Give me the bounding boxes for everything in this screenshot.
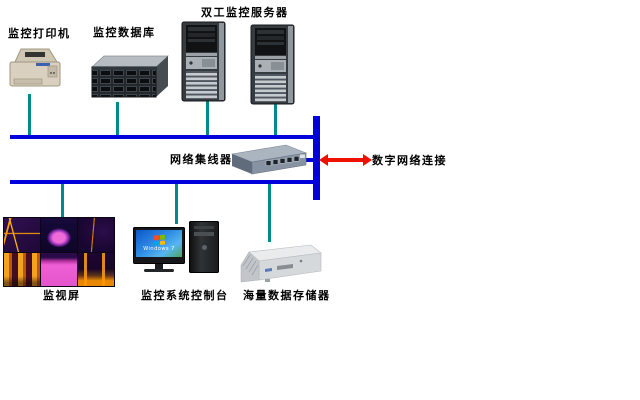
workstation-icon: Windows 7: [133, 220, 221, 282]
video-wall-icon: [3, 217, 115, 287]
storage-label: 海量数据存储器: [243, 289, 331, 302]
network-link-label: 数字网络连接: [372, 154, 447, 167]
wall-connector: [61, 184, 64, 217]
thermal-cell: [41, 252, 77, 286]
monitor-icon: Windows 7: [133, 227, 185, 264]
arrow-head-right-icon: [363, 154, 372, 166]
network-hub-icon: [230, 144, 308, 175]
storage-unit-icon: [240, 244, 322, 283]
server1-connector: [206, 101, 209, 135]
database-connector: [116, 102, 119, 135]
server2-connector: [274, 104, 277, 135]
network-bus-top: [10, 135, 314, 139]
database-label: 监控数据库: [93, 26, 156, 39]
arrow-head-left-icon: [319, 154, 328, 166]
thermal-cell: [4, 218, 40, 252]
hub-label: 网络集线器: [170, 153, 233, 166]
wall-label: 监视屏: [43, 289, 81, 302]
thermal-cell: [78, 252, 114, 286]
network-trunk-vertical: [313, 116, 320, 200]
printer-connector: [28, 94, 31, 135]
storage-connector: [268, 184, 271, 242]
windows-logo-icon: [153, 234, 165, 246]
network-bus-bottom: [10, 180, 314, 184]
thermal-cell: [41, 218, 77, 252]
pc-tower-icon: [189, 221, 219, 273]
server-tower-1-icon: [181, 21, 226, 102]
server-tower-2-icon: [250, 24, 295, 105]
database-rack-icon: [91, 55, 169, 98]
servers-label: 双工监控服务器: [201, 6, 289, 19]
printer-label: 监控打印机: [8, 27, 71, 40]
printer-icon: [9, 48, 61, 87]
thermal-cell: [4, 252, 40, 286]
thermal-cell: [78, 218, 114, 252]
monitor-base: [144, 269, 174, 272]
monitor-stand: [155, 264, 163, 269]
hub-trunk-stub: [302, 158, 314, 162]
console-connector: [175, 184, 178, 224]
bidirectional-arrow-icon: [327, 158, 364, 162]
console-label: 监控系统控制台: [141, 289, 229, 302]
windows7-screen: Windows 7: [136, 230, 182, 257]
screen-brand-text: Windows 7: [143, 246, 175, 252]
